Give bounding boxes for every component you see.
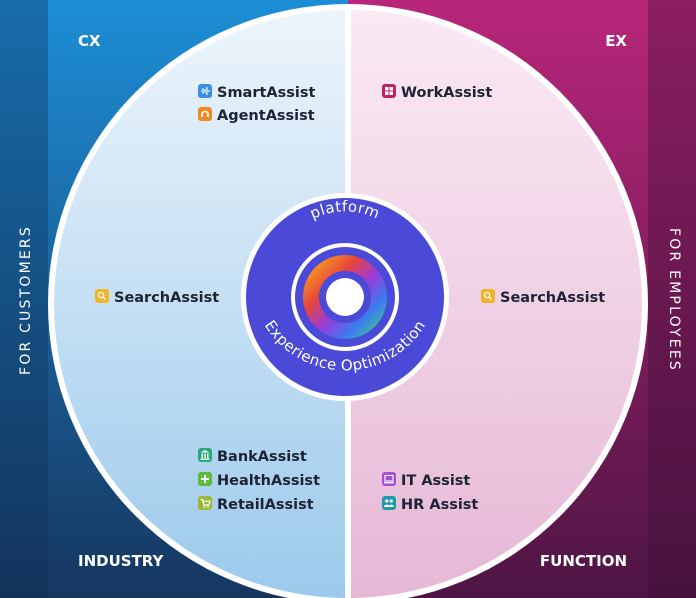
search-icon xyxy=(95,289,109,303)
healthassist-item[interactable]: HealthAssist xyxy=(198,472,320,489)
people-icon xyxy=(382,496,396,510)
left-side-band xyxy=(0,0,48,598)
laptop-icon xyxy=(382,472,396,486)
searchassist-cx-label: SearchAssist xyxy=(114,290,219,306)
searchassist-ex-label: SearchAssist xyxy=(500,290,605,306)
smartassist-label: SmartAssist xyxy=(217,85,316,101)
function-label: FUNCTION xyxy=(540,552,627,570)
cx-label: CX xyxy=(78,32,101,50)
for-customers-label: FOR CUSTOMERS xyxy=(18,225,34,375)
bankassist-label: BankAssist xyxy=(217,449,307,465)
agentassist-label: AgentAssist xyxy=(217,108,315,124)
employee-half xyxy=(351,10,642,598)
workassist-label: WorkAssist xyxy=(401,85,492,101)
agentassist-item[interactable]: AgentAssist xyxy=(198,107,315,124)
workassist-item[interactable]: WorkAssist xyxy=(382,84,492,101)
search-icon xyxy=(481,289,495,303)
platform-logo-icon xyxy=(303,255,387,339)
searchassist-ex-item[interactable]: SearchAssist xyxy=(481,289,605,306)
bankassist-item[interactable]: BankAssist xyxy=(198,448,307,465)
itassist-item[interactable]: IT Assist xyxy=(382,472,470,489)
headset-icon xyxy=(198,107,212,121)
itassist-label: IT Assist xyxy=(401,473,470,489)
smartassist-item[interactable]: SmartAssist xyxy=(198,84,316,101)
healthassist-label: HealthAssist xyxy=(217,473,320,489)
right-side-band xyxy=(648,0,696,598)
industry-label: INDUSTRY xyxy=(78,552,165,570)
grid-icon xyxy=(382,84,396,98)
searchassist-cx-item[interactable]: SearchAssist xyxy=(95,289,219,306)
retailassist-label: RetailAssist xyxy=(217,497,314,513)
for-employees-label: FOR EMPLOYEES xyxy=(666,228,682,372)
hrassist-item[interactable]: HR Assist xyxy=(382,496,478,513)
customer-half xyxy=(54,10,345,598)
ex-label: EX xyxy=(605,32,627,50)
hrassist-label: HR Assist xyxy=(401,497,478,513)
retailassist-item[interactable]: RetailAssist xyxy=(198,496,314,513)
